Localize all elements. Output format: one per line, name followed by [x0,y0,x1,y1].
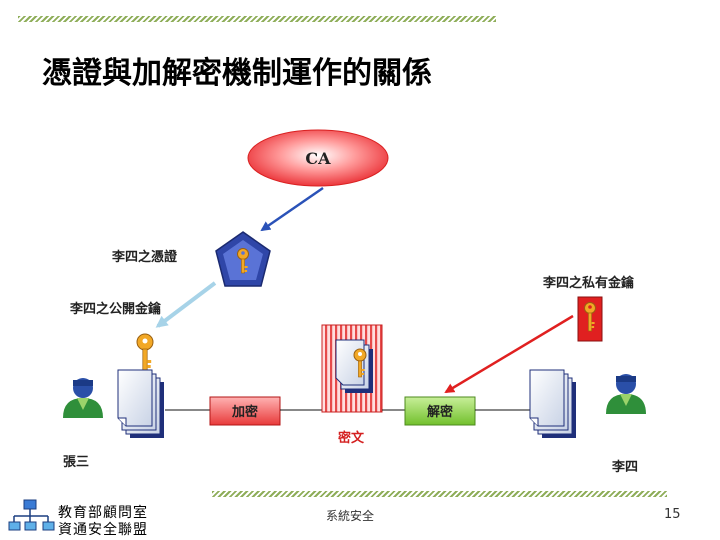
encrypt-label: 加密 [231,404,258,420]
ca-to-certificate-arrow [260,186,324,232]
private-key-label: 李四之私有金鑰 [542,275,634,291]
slide-title: 憑證與加解密機制運作的關係 [42,56,432,91]
ciphertext-label: 密文 [337,430,365,446]
public-key-icon [136,333,154,372]
org-name-line-2: 資通安全聯盟 [58,522,148,538]
sender-label: 張三 [63,455,89,470]
page-number: 15 [664,507,681,522]
public-key-label: 李四之公開金鑰 [69,301,161,317]
private-key-to-decrypt-arrow [444,314,574,394]
footer-text: 系統安全 [326,509,375,523]
ca-label: CA [305,149,331,168]
certificate-label: 李四之憑證 [111,249,178,265]
decrypt-box: 解密 [404,396,476,426]
private-key-icon [577,296,603,342]
ca-node: CA [247,129,389,187]
decrypt-label: 解密 [426,404,453,420]
ciphertext-box [321,324,383,413]
encrypt-box: 加密 [209,396,281,426]
top-decorative-stripe [18,16,496,22]
sender-person-icon [63,378,103,418]
certificate-to-public-key-arrow [155,281,217,328]
plaintext-document-stack-left [117,369,164,438]
receiver-label: 李四 [611,459,638,475]
bottom-decorative-stripe [212,491,667,497]
org-network-logo-icon [8,499,55,531]
receiver-person-icon [606,374,646,414]
org-name-line-1: 教育部顧問室 [58,505,148,521]
certificate-icon [215,231,271,287]
plaintext-document-stack-right [529,369,576,438]
